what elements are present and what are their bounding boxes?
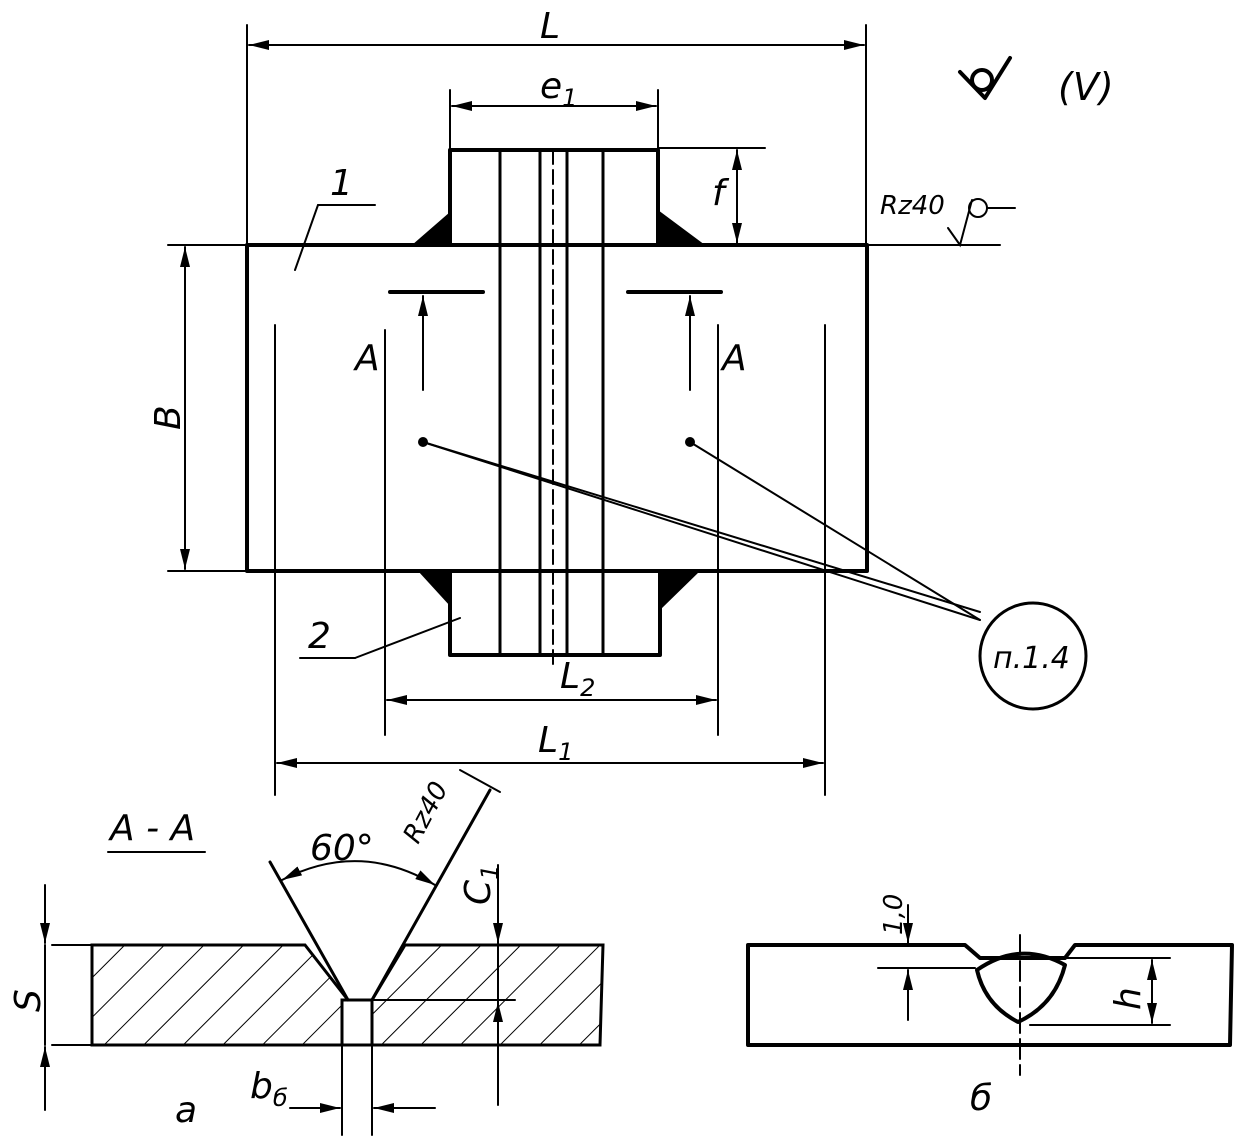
part-label-2: 2 xyxy=(308,616,331,657)
roughness-general-icon xyxy=(958,56,1012,100)
section-title: A - A xyxy=(108,808,195,849)
note-circle xyxy=(978,601,1088,711)
roughness-general: (V) xyxy=(1058,65,1114,109)
dim-L: L xyxy=(540,6,560,47)
section-a: A - A 60° Rz40 S C1 bб а xyxy=(8,769,605,1136)
weld-fillet xyxy=(658,210,705,245)
detail-b: 1,0 h б xyxy=(746,894,1234,1119)
weld-fillet xyxy=(412,212,450,245)
roughness-main: Rz40 xyxy=(880,191,945,221)
weld-fillet xyxy=(660,571,700,610)
subfigure-a: а xyxy=(175,1090,197,1131)
dim-C1: C1 xyxy=(458,865,504,905)
dim-b6: bб xyxy=(250,1066,288,1112)
section-mark-left: A xyxy=(353,338,380,379)
part-label-1: 1 xyxy=(330,163,353,204)
dim-L1: L1 xyxy=(538,720,573,766)
dim-B: B xyxy=(148,405,189,430)
dim-L2: L2 xyxy=(560,656,595,702)
dim-one-zero: 1,0 xyxy=(879,894,909,935)
dim-angle: 60° xyxy=(310,828,374,869)
note-label: п.1.4 xyxy=(993,641,1070,676)
angle-arc xyxy=(281,860,436,886)
dim-f: f xyxy=(712,173,730,214)
dim-e1: e1 xyxy=(540,66,577,112)
plate-detail xyxy=(746,943,1234,1047)
dim-S: S xyxy=(8,989,49,1012)
subfigure-b: б xyxy=(970,1078,992,1119)
plate-section xyxy=(90,943,605,1047)
dim-h: h xyxy=(1108,987,1149,1010)
roughness-section: Rz40 xyxy=(398,777,455,848)
weld-fillet xyxy=(418,571,450,606)
plate-2-bottom xyxy=(448,569,662,657)
weld-bead xyxy=(975,951,1067,1024)
plan-view: L e1 f B L2 L1 A A 1 2 xyxy=(148,6,1114,796)
plate-1 xyxy=(245,243,869,573)
section-mark-right: A xyxy=(720,338,747,379)
